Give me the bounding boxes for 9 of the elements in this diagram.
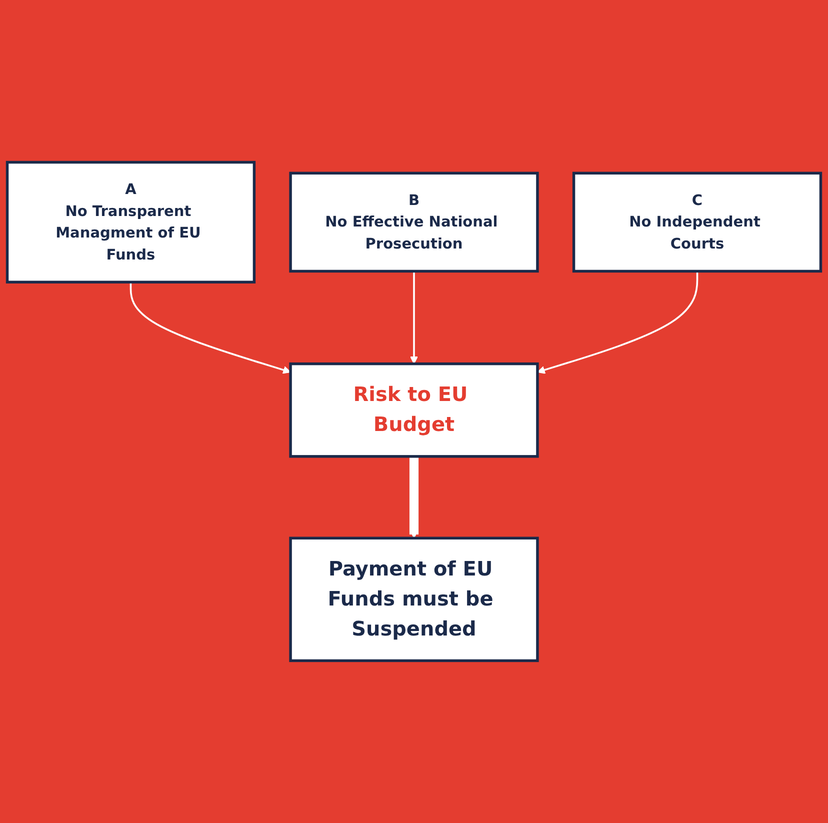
node-box: C No Independent Courts [572,172,822,273]
node-box: Risk to EU Budget [289,362,539,458]
node-box: Payment of EU Funds must be Suspended [289,536,539,662]
arrow [537,271,698,374]
arrow [409,456,419,538]
arrow [130,282,291,374]
node-box: A No Transparent Managment of EU Funds [6,160,256,284]
arrow [410,271,418,364]
node-box: B No Effective National Prosecution [289,172,539,273]
